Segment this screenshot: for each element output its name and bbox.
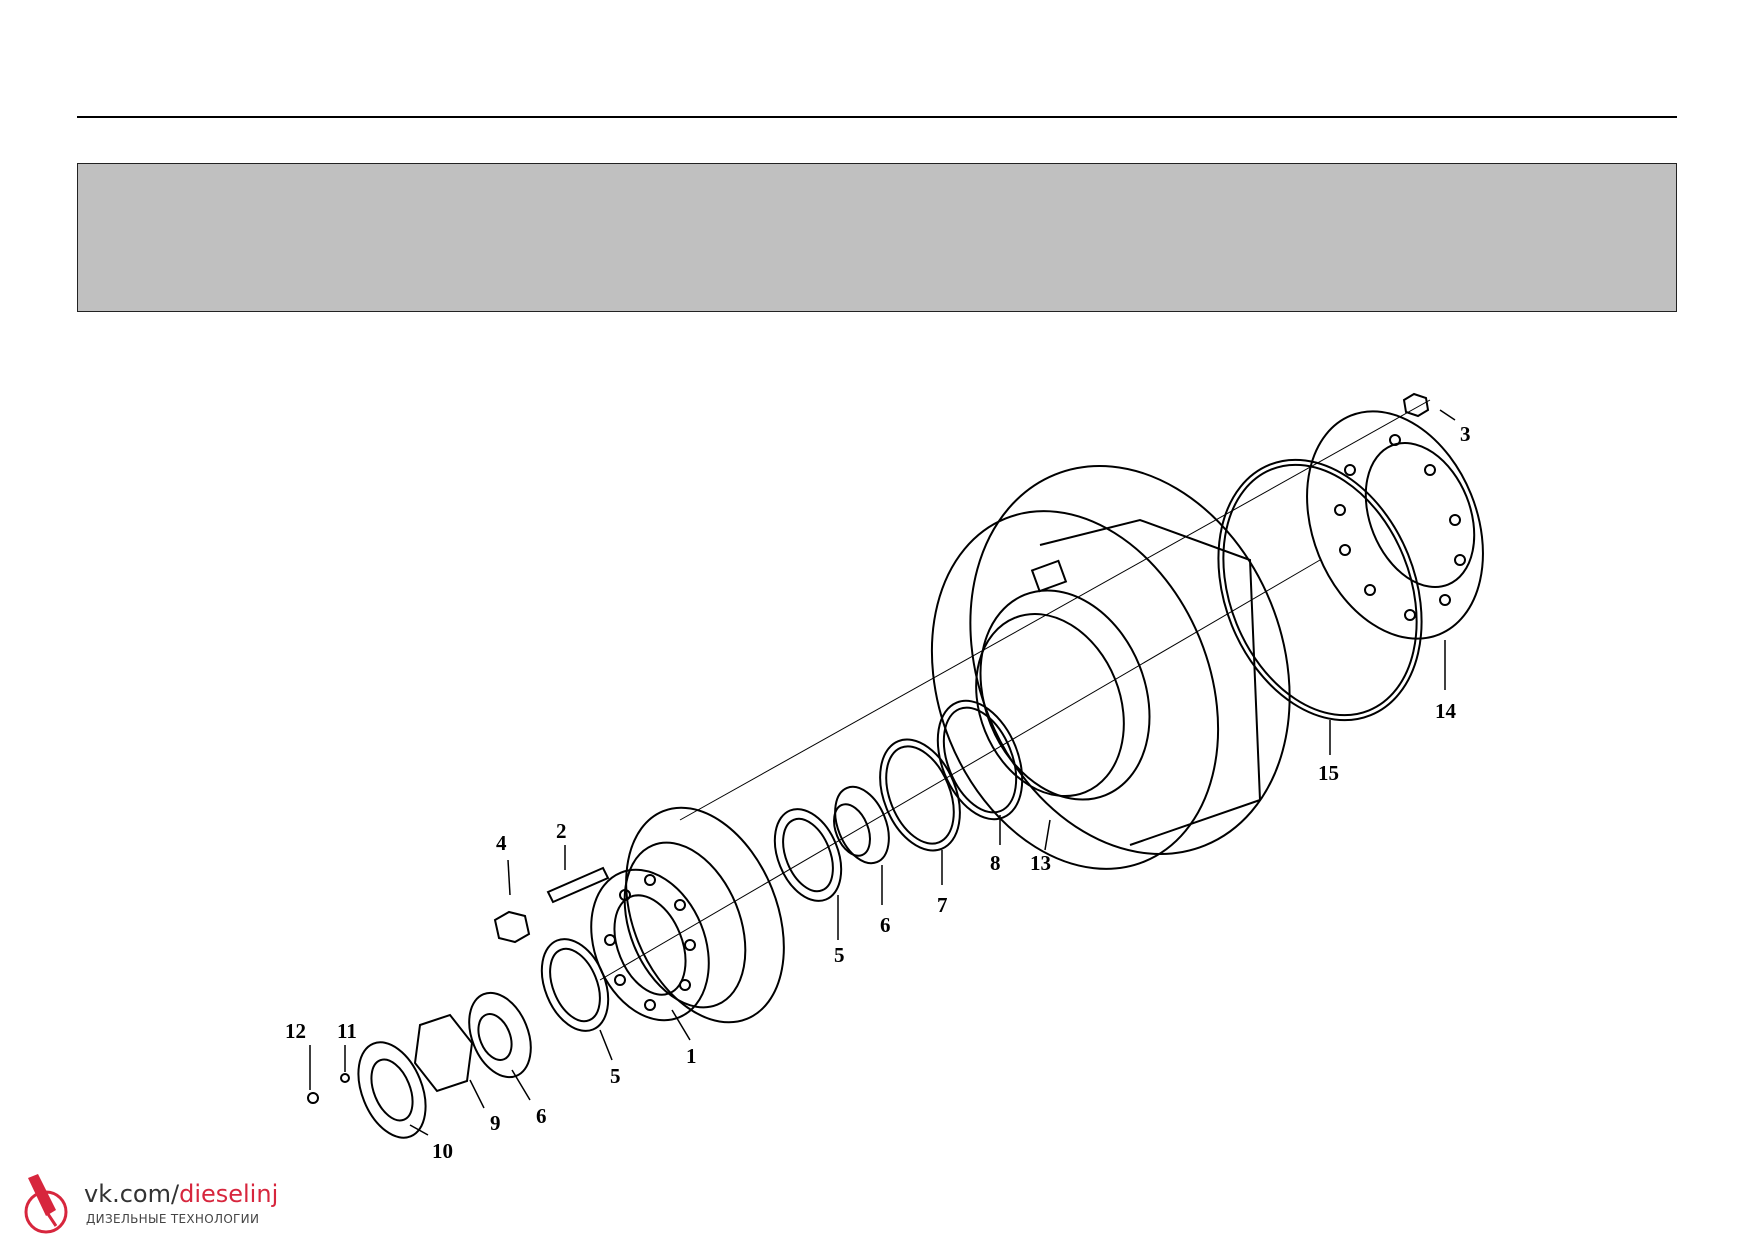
watermark-url-name: dieselinj bbox=[179, 1180, 279, 1208]
callout-3: 3 bbox=[1460, 422, 1471, 446]
callout-6-outer: 6 bbox=[536, 1104, 547, 1128]
flange-plate-14 bbox=[1306, 410, 1484, 640]
bearing-outer-6 bbox=[468, 991, 532, 1079]
bearing-race-inner-5 bbox=[773, 808, 843, 902]
callout-9: 9 bbox=[490, 1111, 501, 1135]
callout-5-inner: 5 bbox=[834, 943, 845, 967]
wheel-stud-2 bbox=[546, 866, 610, 904]
axis-line-upper bbox=[679, 399, 1431, 821]
top-rule bbox=[77, 116, 1677, 118]
gasket-ring-15 bbox=[1217, 458, 1423, 722]
bolt-12 bbox=[307, 1092, 319, 1104]
callout-5-outer: 5 bbox=[610, 1064, 621, 1088]
callout-13: 13 bbox=[1030, 851, 1051, 875]
callout-15: 15 bbox=[1318, 761, 1339, 785]
bearing-race-outer-5 bbox=[540, 938, 610, 1032]
callout-11: 11 bbox=[337, 1019, 357, 1043]
lock-washer-9 bbox=[413, 1013, 474, 1093]
callout-14: 14 bbox=[1435, 699, 1457, 723]
cover-plate-10 bbox=[357, 1041, 427, 1139]
callout-4: 4 bbox=[496, 831, 507, 855]
watermark: vk.com/dieselinj ДИЗЕЛЬНЫЕ ТЕХНОЛОГИИ bbox=[16, 1170, 316, 1236]
callout-6-inner: 6 bbox=[880, 913, 891, 937]
injector-icon bbox=[24, 1174, 68, 1234]
header-banner bbox=[77, 163, 1677, 312]
bearing-inner-6 bbox=[833, 785, 890, 865]
washer-11 bbox=[340, 1073, 350, 1083]
watermark-url: vk.com/dieselinj bbox=[84, 1180, 278, 1208]
callout-1: 1 bbox=[686, 1044, 697, 1068]
wheel-hub-1 bbox=[590, 806, 785, 1024]
callout-12: 12 bbox=[285, 1019, 306, 1043]
watermark-url-prefix: vk.com/ bbox=[84, 1180, 180, 1208]
brake-drum-13 bbox=[930, 465, 1291, 870]
leader-lines bbox=[309, 409, 1456, 1136]
seal-ring-7 bbox=[879, 738, 961, 852]
seal-ring-8 bbox=[936, 699, 1024, 821]
axis-line-lower bbox=[599, 559, 1321, 981]
nut-3 bbox=[1402, 392, 1430, 418]
callout-2: 2 bbox=[556, 819, 567, 843]
watermark-subtitle: ДИЗЕЛЬНЫЕ ТЕХНОЛОГИИ bbox=[86, 1212, 260, 1226]
callout-10: 10 bbox=[432, 1139, 453, 1163]
callout-7: 7 bbox=[937, 893, 948, 917]
callout-8: 8 bbox=[990, 851, 1001, 875]
wheel-nut-4 bbox=[493, 910, 531, 944]
